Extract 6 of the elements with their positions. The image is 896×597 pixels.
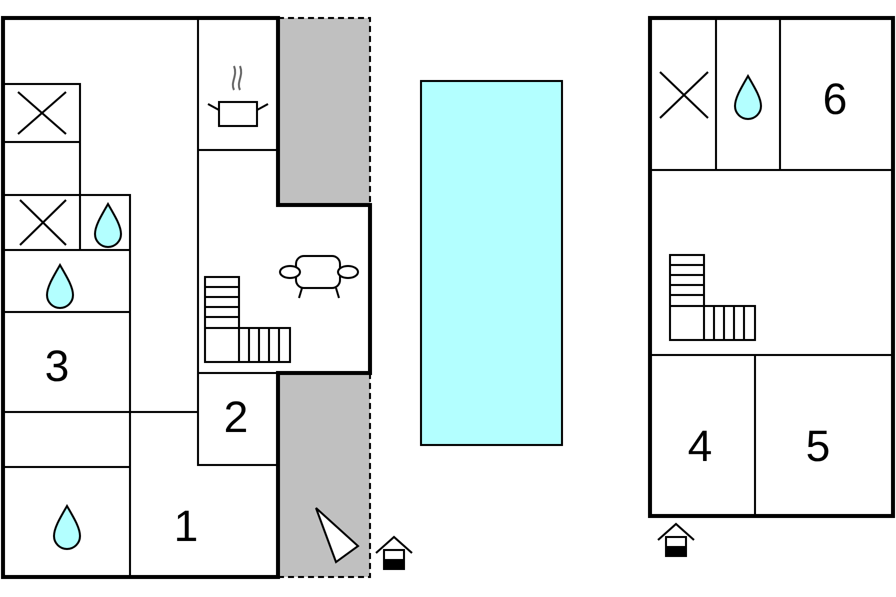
room-number: 5 xyxy=(806,425,830,469)
room-number: 4 xyxy=(688,425,712,469)
room-number: 6 xyxy=(822,78,848,122)
room-number: 2 xyxy=(224,396,248,440)
room-number: 3 xyxy=(44,345,70,389)
room-number: 1 xyxy=(174,505,198,549)
